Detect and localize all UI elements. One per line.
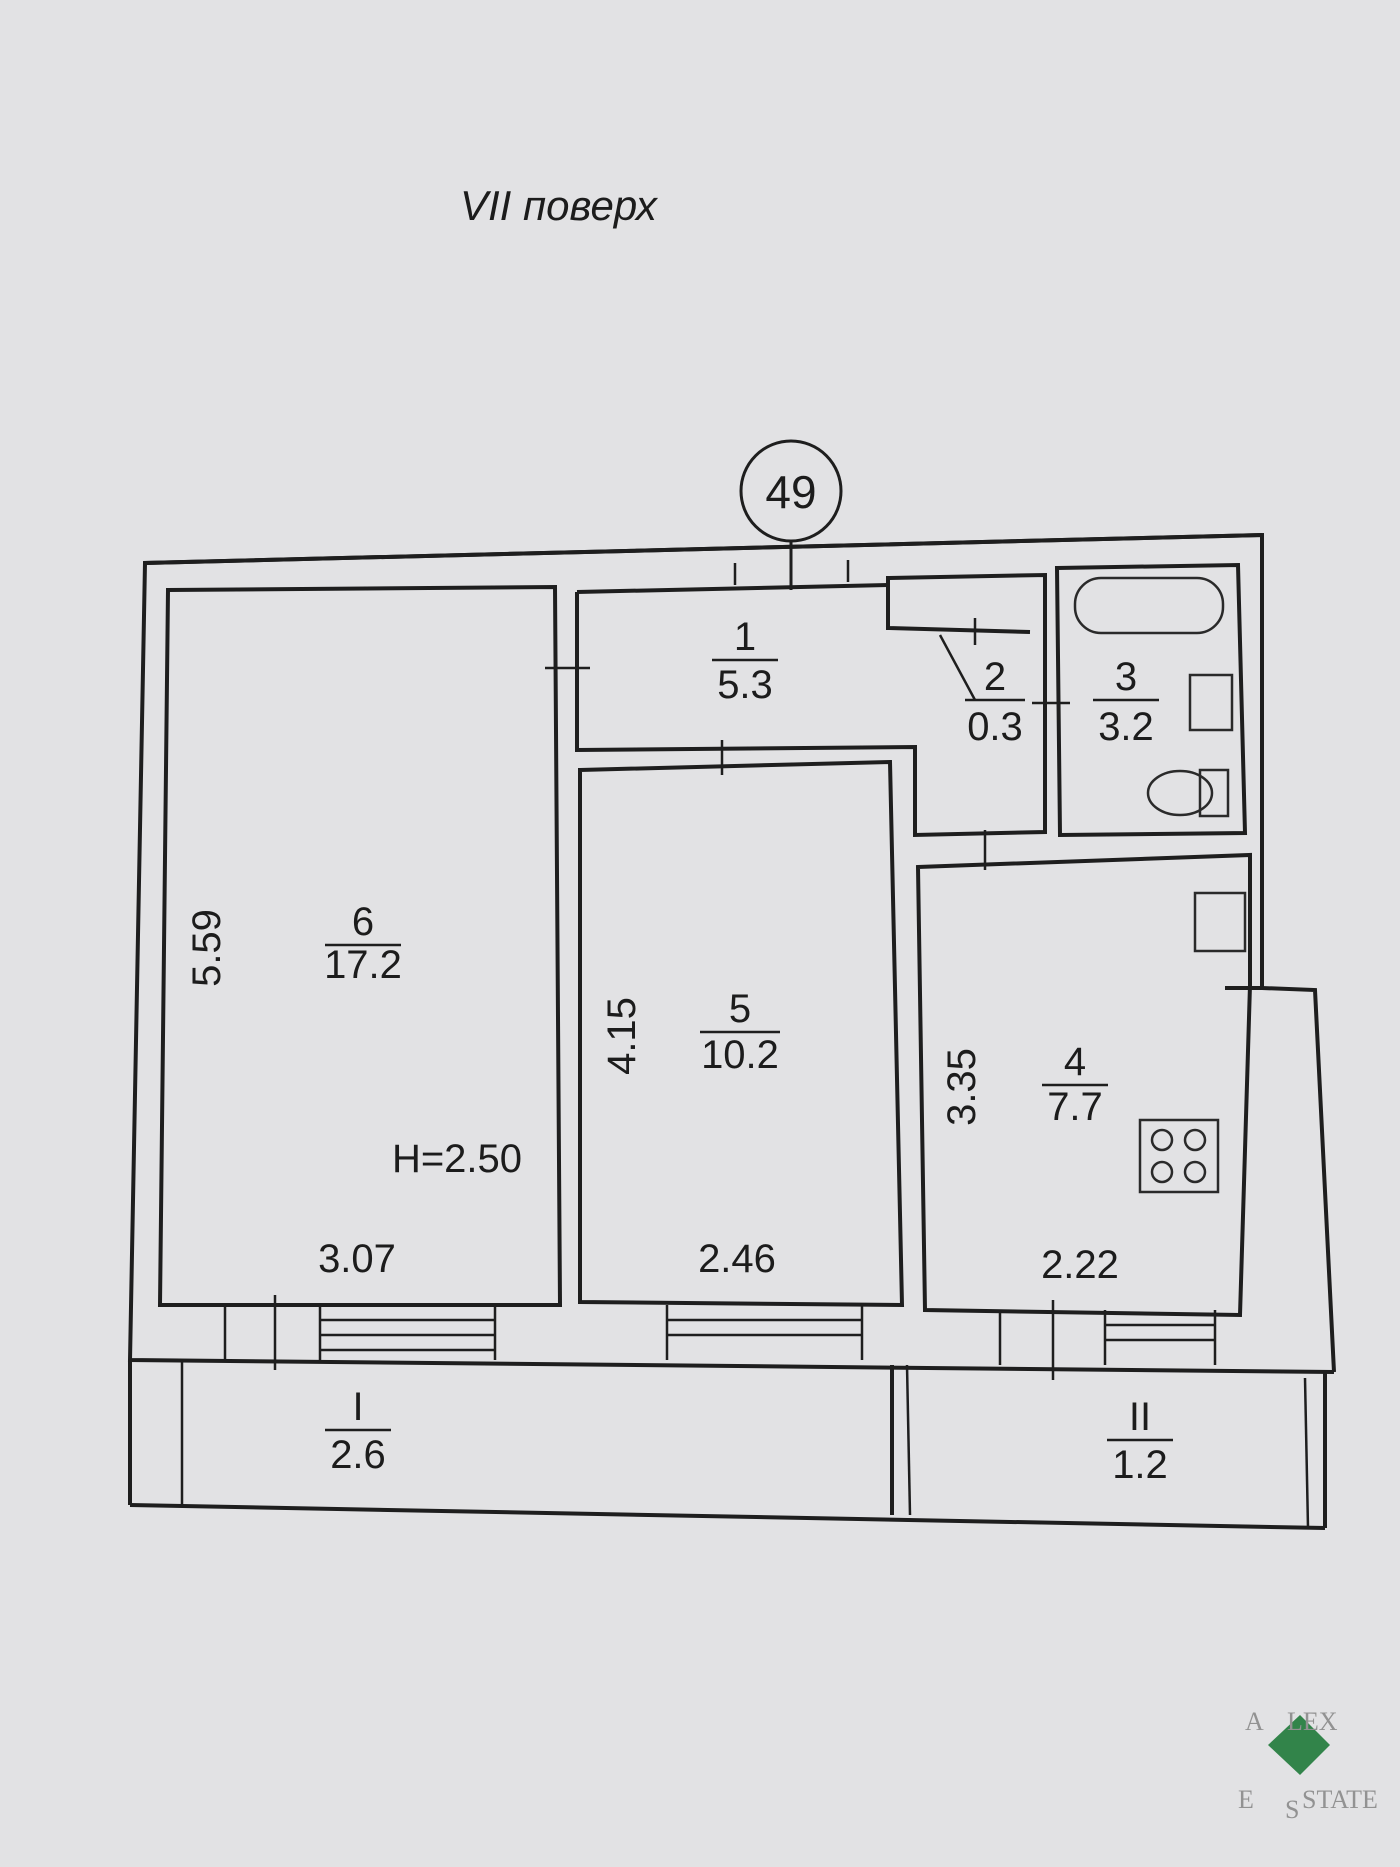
room-5-number: 5 — [729, 987, 751, 1031]
logo-text-top: LEX — [1287, 1707, 1338, 1736]
floor-title: VII поверх — [460, 182, 659, 229]
logo-letter-e: E — [1238, 1785, 1254, 1814]
balcony-II-number: II — [1129, 1395, 1151, 1439]
dim-room5-width: 2.46 — [698, 1237, 776, 1281]
dim-room4-height: 3.35 — [940, 1048, 984, 1126]
room-4-area: 7.7 — [1047, 1085, 1103, 1129]
room-1-number: 1 — [734, 615, 756, 659]
dim-room6-height: 5.59 — [185, 909, 229, 987]
stove-icon — [1138, 1118, 1220, 1194]
dim-room4-width: 2.22 — [1041, 1243, 1119, 1287]
room-6: 6 17.2 — [157, 584, 563, 1307]
room-3-number: 3 — [1115, 655, 1137, 699]
dim-room6-width: 3.07 — [318, 1237, 396, 1281]
logo-letter-s: S — [1285, 1795, 1299, 1824]
room-5: 5 10.2 — [578, 759, 905, 1308]
logo-text-bottom: STATE — [1302, 1785, 1378, 1814]
balcony-II-area: 1.2 — [1112, 1443, 1168, 1487]
balcony-II: II 1.2 — [1107, 1377, 1310, 1529]
outer-walls — [127, 532, 1336, 1530]
balcony-I: I 2.6 — [180, 1362, 912, 1516]
room-2-area: 0.3 — [967, 705, 1023, 749]
apartment-number: 49 — [765, 466, 816, 518]
room-1-area: 5.3 — [717, 663, 773, 707]
dim-room5-height: 4.15 — [600, 997, 644, 1075]
room-3: 3 3.2 — [1054, 562, 1248, 838]
logo-letter-a: A — [1245, 1707, 1264, 1736]
toilet-icon — [1146, 768, 1230, 818]
room-5-area: 10.2 — [701, 1033, 779, 1077]
doors-windows — [223, 560, 1217, 1380]
ceiling-height: H=2.50 — [392, 1137, 522, 1181]
apartment-number-marker: 49 — [739, 439, 843, 590]
balcony-I-area: 2.6 — [330, 1433, 386, 1477]
room-6-number: 6 — [352, 900, 374, 944]
room-2-number: 2 — [984, 655, 1006, 699]
alex-estate-logo: A E S LEX STATE — [1238, 1707, 1378, 1824]
kitchen-sink-icon — [1193, 891, 1247, 953]
room-3-area: 3.2 — [1098, 705, 1154, 749]
room-4-number: 4 — [1064, 1040, 1086, 1084]
sink-icon — [1188, 673, 1234, 732]
room-1: 1 5.3 — [575, 572, 1047, 838]
balcony-I-number: I — [352, 1385, 363, 1429]
room-4: 4 7.7 — [915, 852, 1252, 1318]
bathtub-icon — [1073, 576, 1225, 635]
room-6-area: 17.2 — [324, 943, 402, 987]
room-2: 2 0.3 — [938, 634, 1025, 749]
